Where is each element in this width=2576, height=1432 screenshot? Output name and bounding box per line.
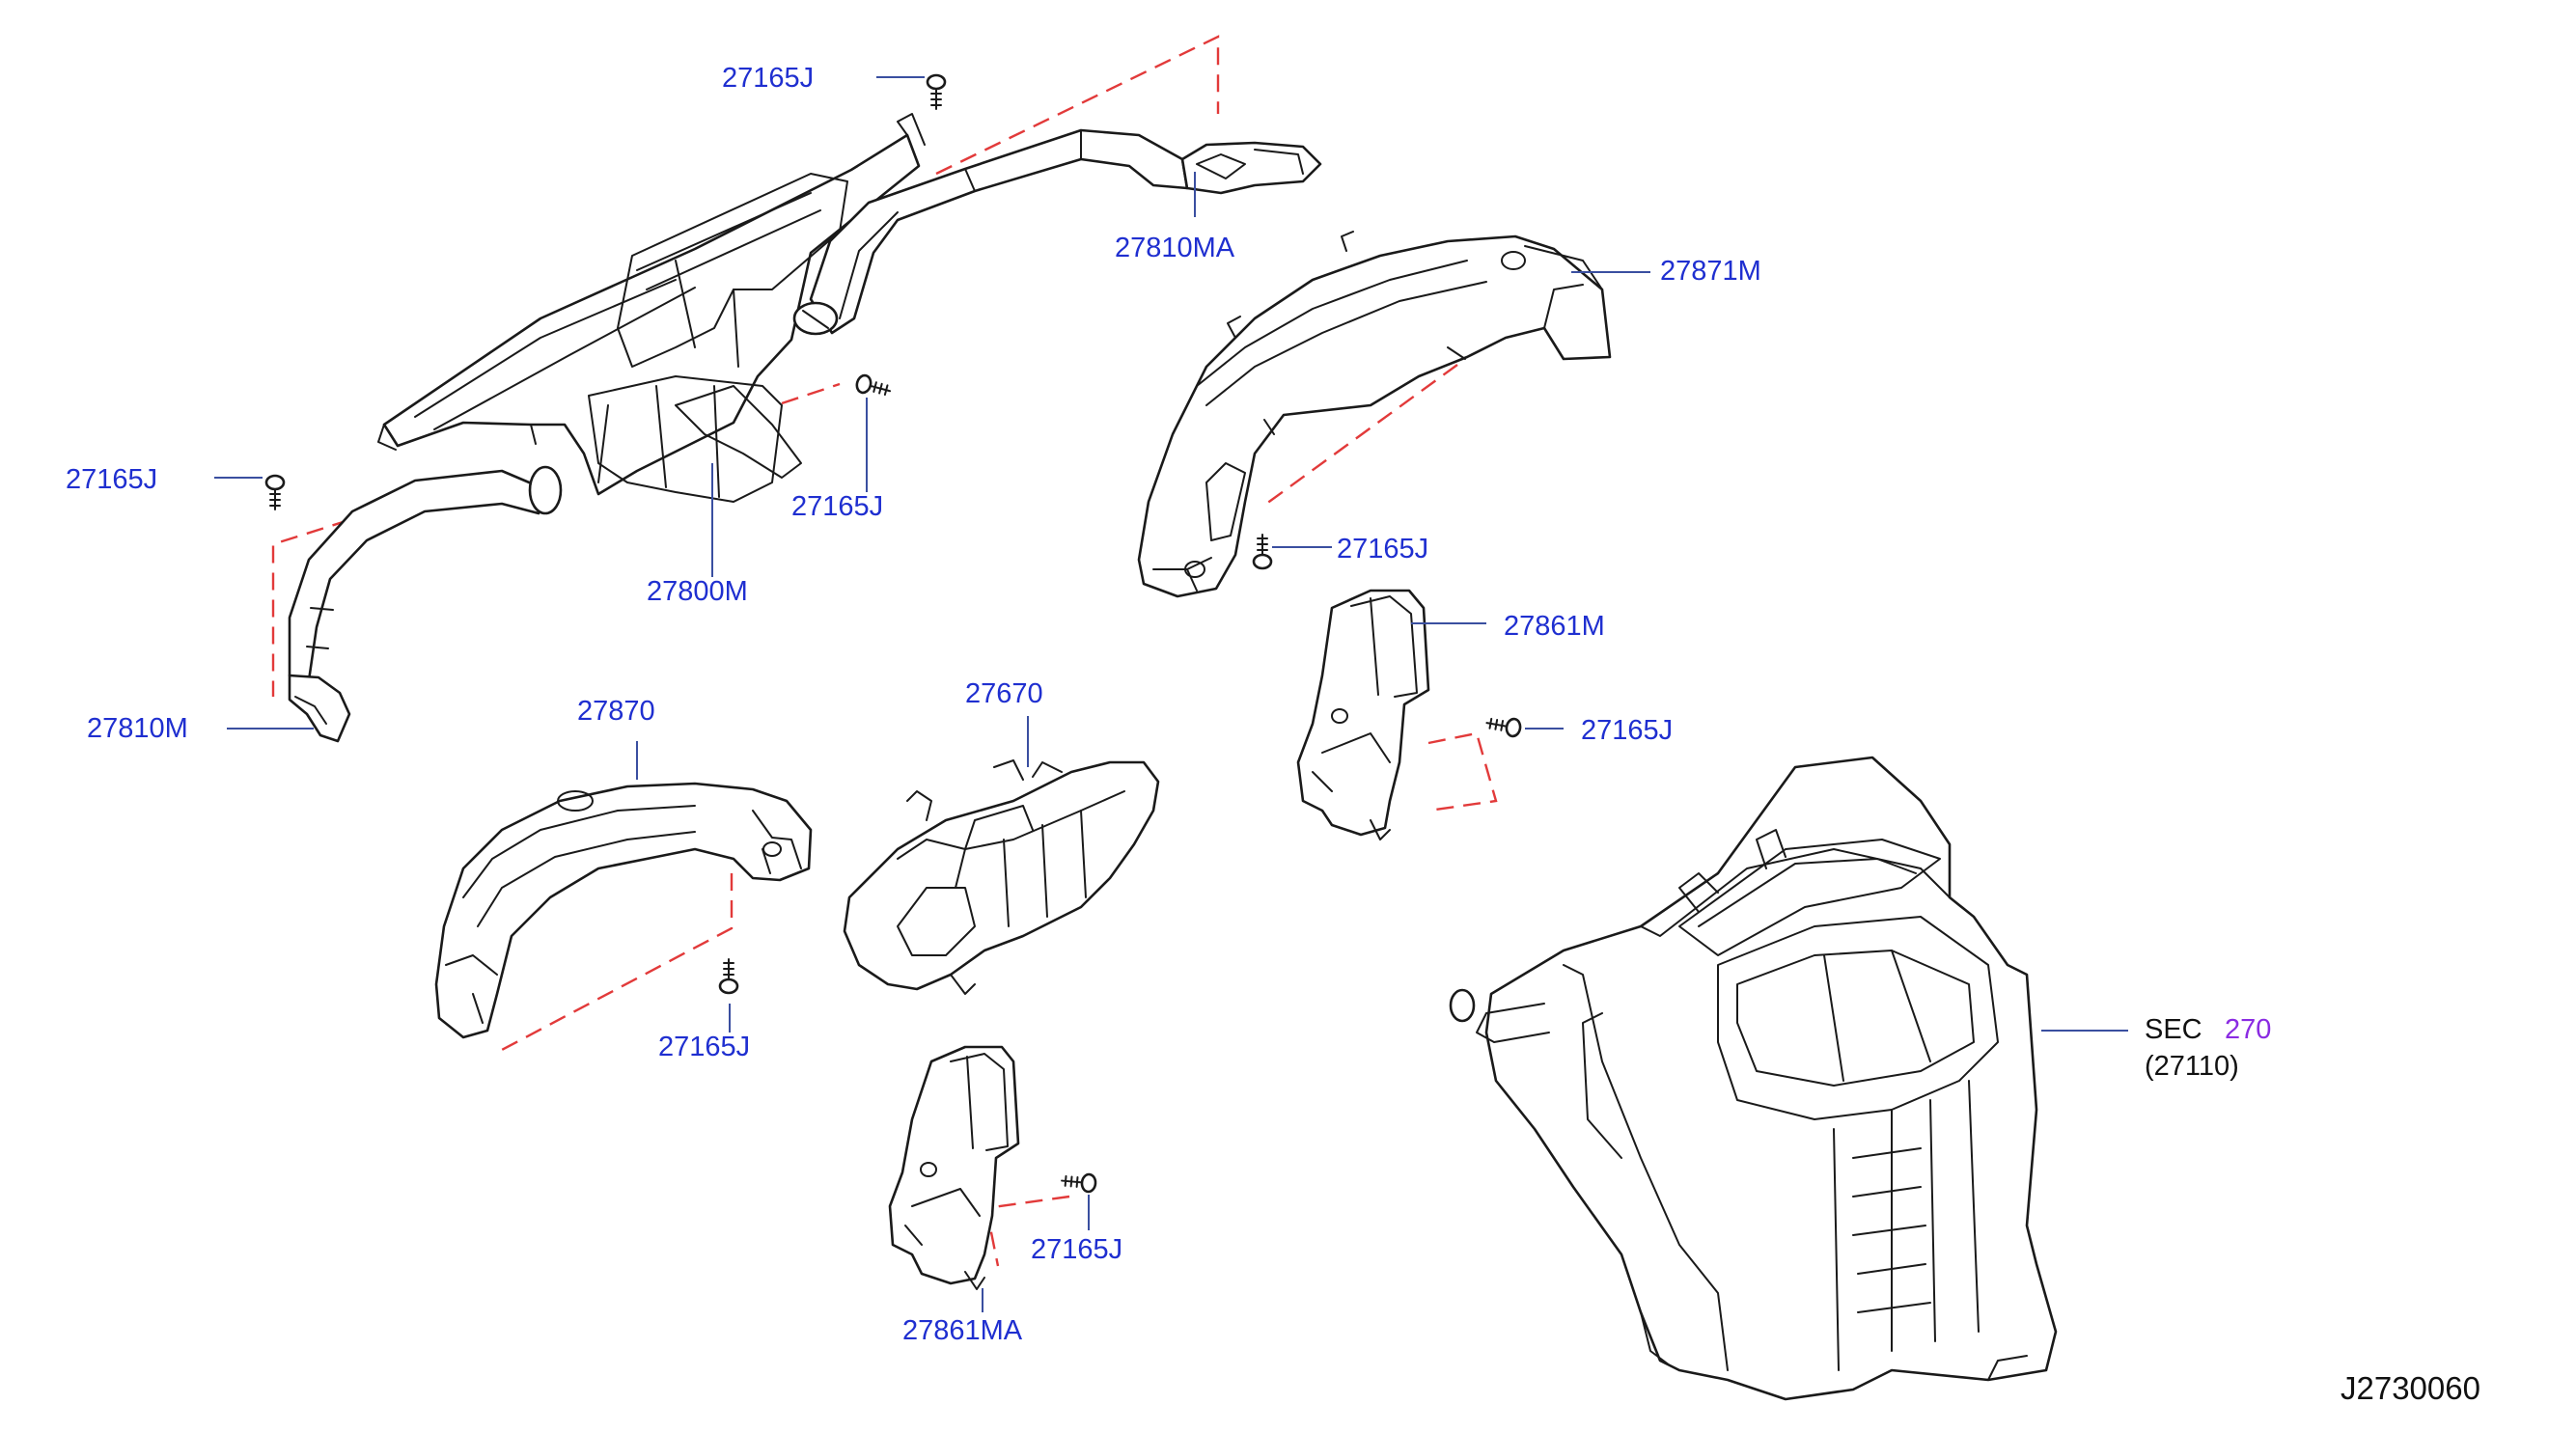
duct-27870-drawing — [434, 782, 813, 1039]
part-label-27670[interactable]: 27670 — [965, 678, 1043, 709]
part-label-27870[interactable]: 27870 — [577, 696, 655, 727]
duct-27861ma-drawing — [888, 1045, 1020, 1290]
part-label-27165j-center[interactable]: 27165J — [791, 491, 884, 522]
part-label-27871m[interactable]: 27871M — [1660, 256, 1761, 287]
part-label-27810m[interactable]: 27810M — [87, 713, 188, 744]
part-label-27165j-right-mid[interactable]: 27165J — [1581, 715, 1674, 746]
clips-27165j-drawing — [264, 73, 1522, 1194]
section-ref-part: (27110) — [2145, 1051, 2239, 1082]
part-label-27165j-lower-center[interactable]: 27165J — [1031, 1234, 1123, 1265]
part-label-27861m[interactable]: 27861M — [1504, 611, 1605, 642]
part-label-27165j-left[interactable]: 27165J — [66, 464, 158, 495]
part-label-27861ma[interactable]: 27861MA — [902, 1315, 1023, 1346]
duct-27800m-drawing — [288, 113, 1322, 743]
part-label-27810ma[interactable]: 27810MA — [1115, 233, 1235, 263]
section-ref-prefix: SEC — [2145, 1014, 2202, 1045]
part-label-27165j-top[interactable]: 27165J — [722, 63, 815, 94]
part-label-27800m[interactable]: 27800M — [647, 576, 748, 607]
section-ref-link[interactable]: 270 — [2225, 1014, 2272, 1045]
duct-27861m-drawing — [1296, 589, 1430, 840]
drawing-code: J2730060 — [2341, 1370, 2480, 1406]
part-label-27165j-lower-left[interactable]: 27165J — [658, 1032, 751, 1062]
heater-unit-drawing — [1449, 756, 2058, 1401]
duct-27871m-drawing — [1137, 231, 1612, 598]
leader-lines — [214, 76, 2128, 1312]
part-label-27165j-right-upper[interactable]: 27165J — [1337, 534, 1429, 565]
vent-27670-drawing — [843, 759, 1160, 995]
